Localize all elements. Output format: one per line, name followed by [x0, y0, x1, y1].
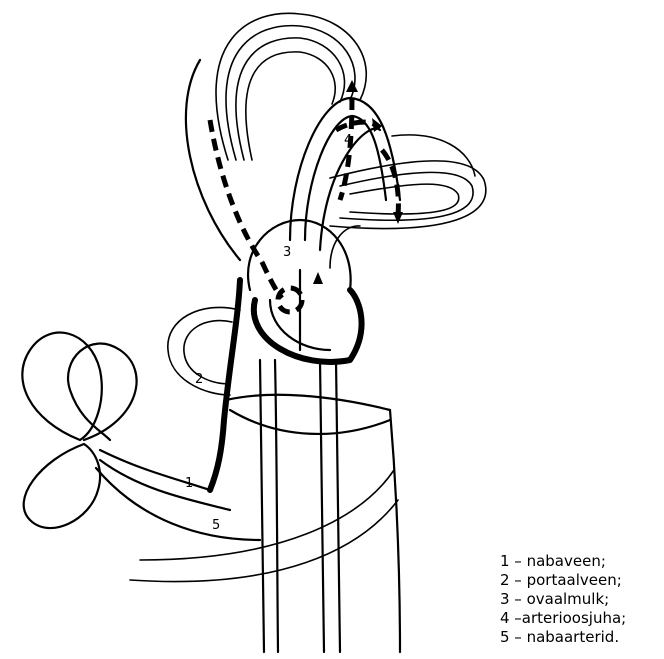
marker-2: 2 — [195, 372, 203, 387]
legend-item-portaalveen: 2 – portaalveen; — [500, 571, 626, 590]
legend-item-arterioosjuha: 4 –arterioosjuha; — [500, 609, 626, 628]
legend-item-nabaarterid: 5 – nabaarterid. — [500, 628, 626, 647]
legend-item-ovaalmulk: 3 – ovaalmulk; — [500, 590, 626, 609]
marker-1: 1 — [185, 476, 193, 491]
heart — [248, 220, 362, 362]
marker-5: 5 — [212, 518, 220, 533]
legend: 1 – nabaveen; 2 – portaalveen; 3 – ovaal… — [500, 552, 626, 647]
arm-capillary-loops — [330, 135, 486, 229]
marker-3: 3 — [283, 245, 291, 260]
marker-4: 4 — [344, 133, 352, 148]
legend-item-nabaveen: 1 – nabaveen; — [500, 552, 626, 571]
head-capillary-loops — [186, 13, 366, 260]
